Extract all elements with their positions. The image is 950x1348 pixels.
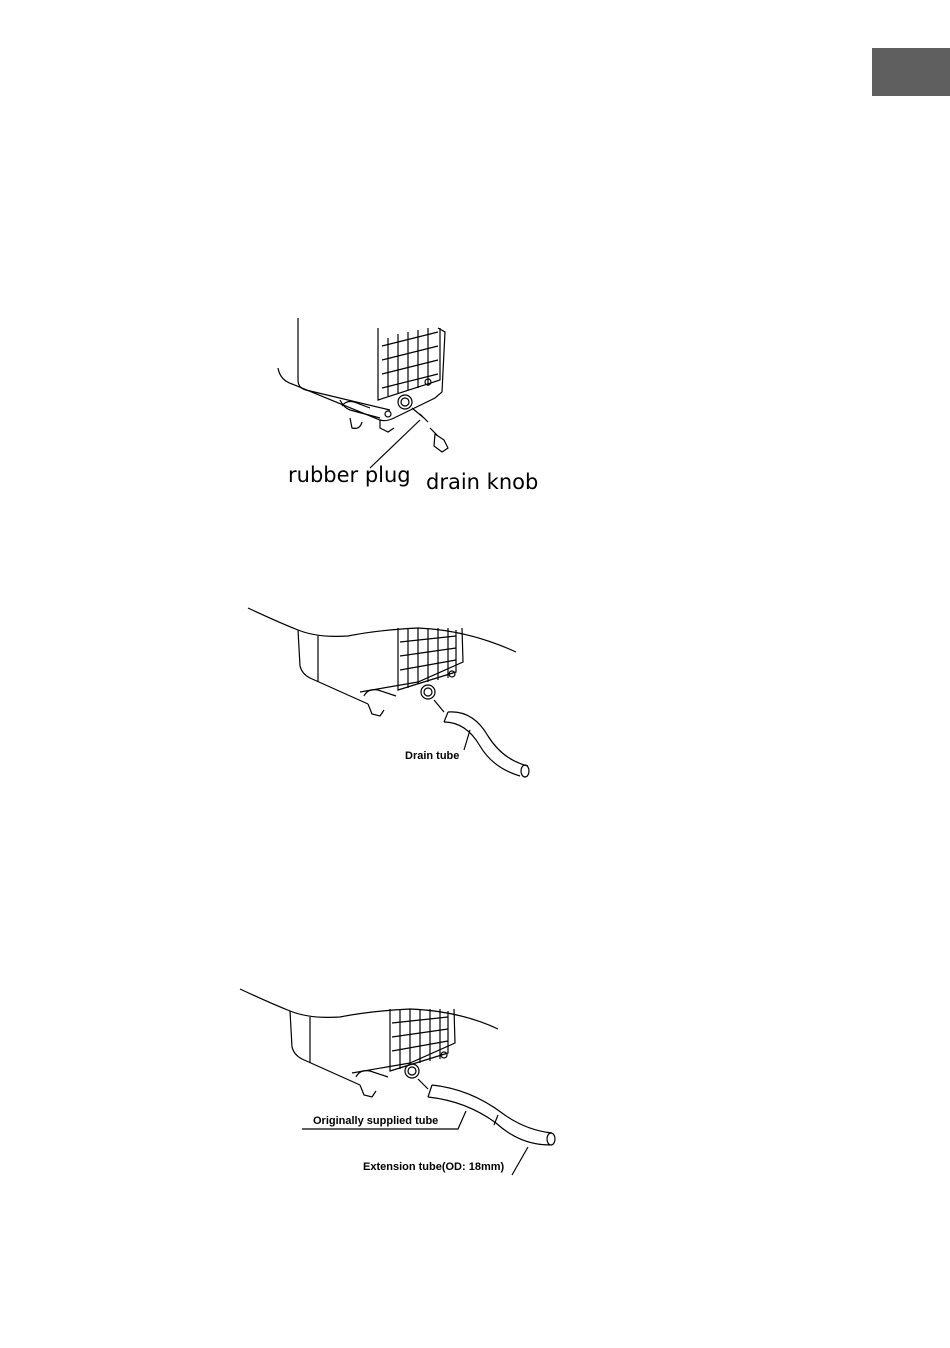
figure-drain-tube: Drain tube xyxy=(248,600,538,780)
figure-extension-tube: Originally supplied tube Extension tube(… xyxy=(240,985,560,1185)
figure-drain-knob: rubber plug drain knob xyxy=(270,310,540,510)
label-rubber-plug: rubber plug xyxy=(288,463,411,487)
label-originally-supplied-tube: Originally supplied tube xyxy=(313,1115,438,1127)
label-drain-tube: Drain tube xyxy=(405,750,459,762)
label-drain-knob: drain knob xyxy=(426,470,538,494)
unit-illustration-3 xyxy=(240,985,560,1185)
unit-illustration-2 xyxy=(248,600,538,780)
label-extension-tube: Extension tube(OD: 18mm) xyxy=(363,1161,504,1173)
language-tab-marker xyxy=(872,48,950,96)
